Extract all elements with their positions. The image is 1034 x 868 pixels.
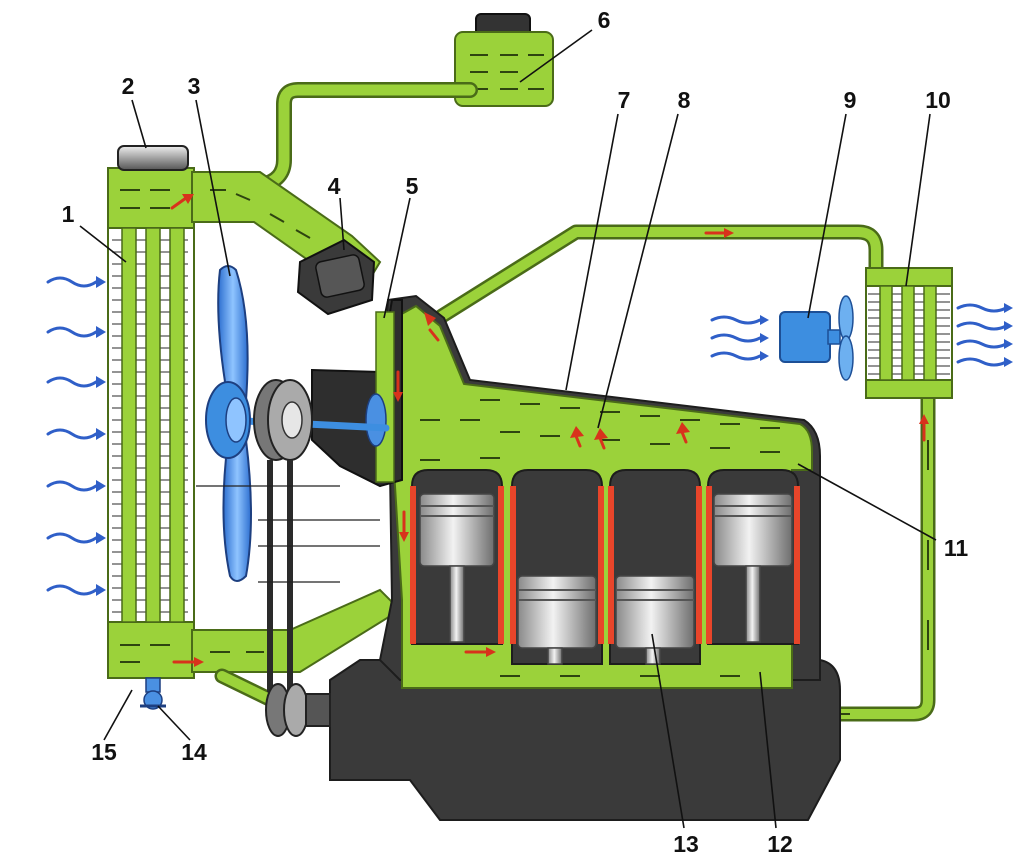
- expansion-tank-hose: [254, 82, 478, 193]
- heater-fan: [779, 295, 854, 381]
- cylinder-2: [510, 469, 604, 665]
- heater-fan-airflow-arrows: [710, 315, 769, 361]
- water-pump: [222, 299, 403, 488]
- callout-14: 14: [181, 739, 207, 765]
- callout-9: 9: [844, 87, 857, 113]
- callout-7: 7: [618, 87, 631, 113]
- drive-belt: [267, 460, 293, 692]
- callout-3: 3: [188, 73, 201, 99]
- cylinder-1: [410, 469, 504, 645]
- radiator: [107, 167, 195, 679]
- callout-13: 13: [673, 831, 699, 857]
- callout-10: 10: [925, 87, 951, 113]
- callout-1: 1: [62, 201, 75, 227]
- leader-lines: [79, 29, 937, 829]
- heater-core: [865, 267, 953, 399]
- cylinder-4: [706, 469, 800, 645]
- callout-15: 15: [91, 739, 117, 765]
- callout-4: 4: [328, 173, 341, 199]
- fan-shadow-lines: [196, 485, 380, 583]
- heater-core-airflow-arrows: [956, 303, 1013, 367]
- drain-tap: [140, 677, 166, 710]
- cooling-fan: [205, 265, 252, 582]
- radiator-airflow-arrows: [46, 276, 106, 596]
- callout-6: 6: [598, 7, 611, 33]
- thermostat: [296, 238, 376, 316]
- callout-12: 12: [767, 831, 793, 857]
- callout-11: 11: [944, 535, 969, 561]
- fan-pulley: [253, 379, 313, 461]
- callout-8: 8: [678, 87, 691, 113]
- crankshaft-pulley: [265, 683, 331, 737]
- cylinder-3: [608, 469, 702, 665]
- heater-supply-pipe: [434, 224, 884, 324]
- callout-labels: 1 2 3 4 5 6 7 8 9 10 11 12 13 14 15: [62, 7, 969, 857]
- radiator-cap: [117, 145, 189, 171]
- coolant-flow-arrows: [170, 194, 929, 667]
- radiator-tubes: [121, 227, 185, 623]
- callout-2: 2: [122, 73, 135, 99]
- callout-5: 5: [406, 173, 419, 199]
